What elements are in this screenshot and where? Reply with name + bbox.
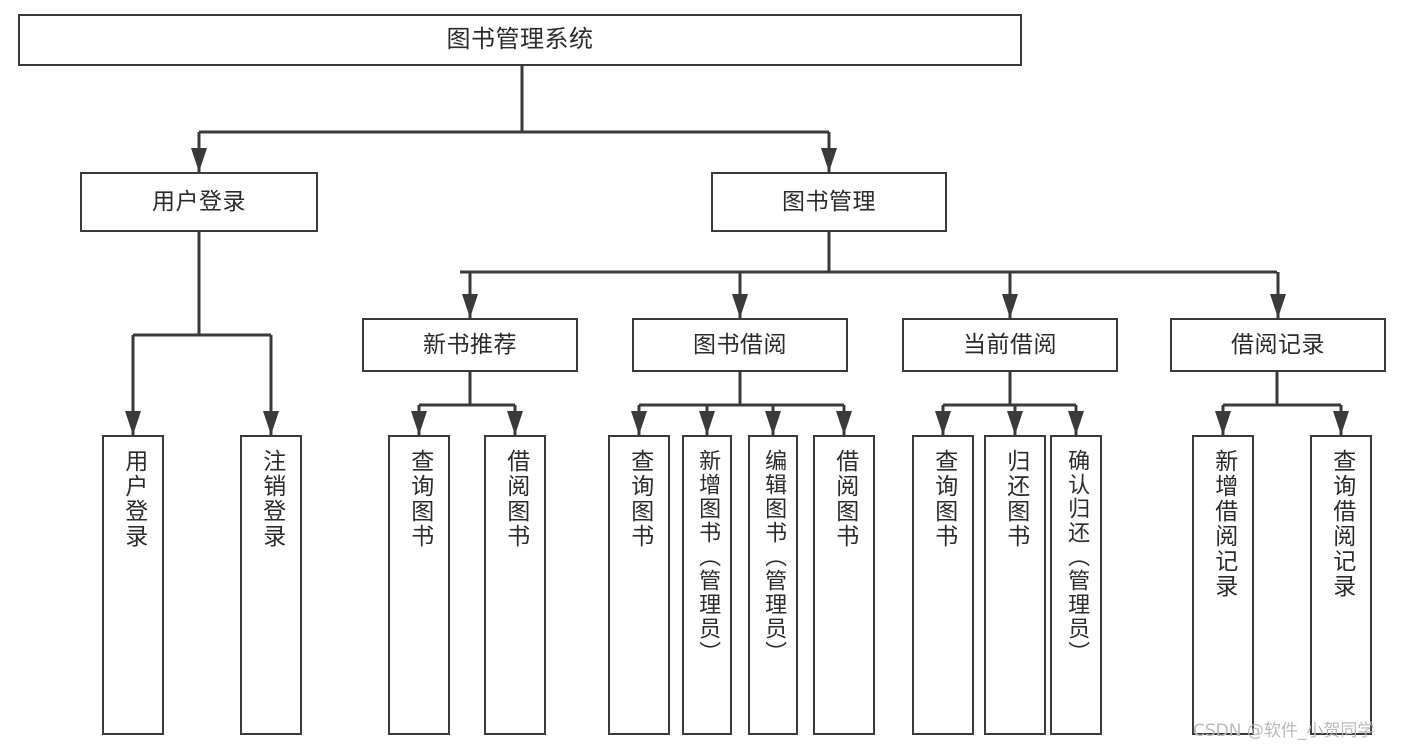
node-leaf-borrow-book-1[interactable]: 借阅图书 <box>484 435 546 735</box>
node-leaf-user-logout-label: 注销登录 <box>258 449 285 549</box>
node-book-borrow[interactable]: 图书借阅 <box>632 318 848 372</box>
node-leaf-user-login[interactable]: 用户登录 <box>102 435 164 735</box>
node-leaf-return-book-label: 归还图书 <box>1002 449 1029 549</box>
node-leaf-borrow-book-2-label: 借阅图书 <box>831 449 858 549</box>
node-leaf-query-record[interactable]: 查询借阅记录 <box>1310 435 1372 735</box>
node-current-borrow[interactable]: 当前借阅 <box>902 318 1118 372</box>
node-leaf-user-login-label: 用户登录 <box>120 449 147 549</box>
node-book-borrow-label: 图书借阅 <box>693 331 787 358</box>
node-leaf-query-book-2[interactable]: 查询图书 <box>608 435 670 735</box>
node-leaf-user-logout[interactable]: 注销登录 <box>240 435 302 735</box>
node-borrow-record-label: 借阅记录 <box>1231 331 1325 358</box>
node-user-login[interactable]: 用户登录 <box>80 172 318 232</box>
node-new-book-rec[interactable]: 新书推荐 <box>362 318 578 372</box>
node-leaf-add-book-label: 新增图书（管理员） <box>695 449 721 665</box>
node-borrow-record[interactable]: 借阅记录 <box>1170 318 1386 372</box>
node-leaf-borrow-book-1-label: 借阅图书 <box>502 449 529 549</box>
node-book-manage-label: 图书管理 <box>782 188 876 215</box>
node-user-login-label: 用户登录 <box>152 188 246 215</box>
node-leaf-return-book[interactable]: 归还图书 <box>984 435 1046 735</box>
node-leaf-add-record[interactable]: 新增借阅记录 <box>1192 435 1254 735</box>
node-root-label: 图书管理系统 <box>446 25 594 54</box>
node-leaf-query-book-3[interactable]: 查询图书 <box>912 435 974 735</box>
node-book-manage[interactable]: 图书管理 <box>711 172 947 232</box>
node-leaf-query-record-label: 查询借阅记录 <box>1328 449 1355 599</box>
node-leaf-query-book-1[interactable]: 查询图书 <box>388 435 450 735</box>
node-new-book-rec-label: 新书推荐 <box>423 331 517 358</box>
node-leaf-edit-book[interactable]: 编辑图书（管理员） <box>748 435 798 735</box>
node-leaf-query-book-1-label: 查询图书 <box>406 449 433 549</box>
node-leaf-borrow-book-2[interactable]: 借阅图书 <box>813 435 875 735</box>
node-current-borrow-label: 当前借阅 <box>963 331 1057 358</box>
node-leaf-query-book-3-label: 查询图书 <box>930 449 957 549</box>
node-root[interactable]: 图书管理系统 <box>18 14 1022 66</box>
watermark: CSDN @软件_小贺同学 <box>1193 721 1375 741</box>
node-leaf-confirm-return[interactable]: 确认归还（管理员） <box>1050 435 1102 735</box>
node-leaf-query-book-2-label: 查询图书 <box>626 449 653 549</box>
node-leaf-add-record-label: 新增借阅记录 <box>1210 449 1237 599</box>
node-leaf-confirm-return-label: 确认归还（管理员） <box>1064 449 1090 665</box>
node-leaf-add-book[interactable]: 新增图书（管理员） <box>682 435 732 735</box>
node-leaf-edit-book-label: 编辑图书（管理员） <box>761 449 787 665</box>
